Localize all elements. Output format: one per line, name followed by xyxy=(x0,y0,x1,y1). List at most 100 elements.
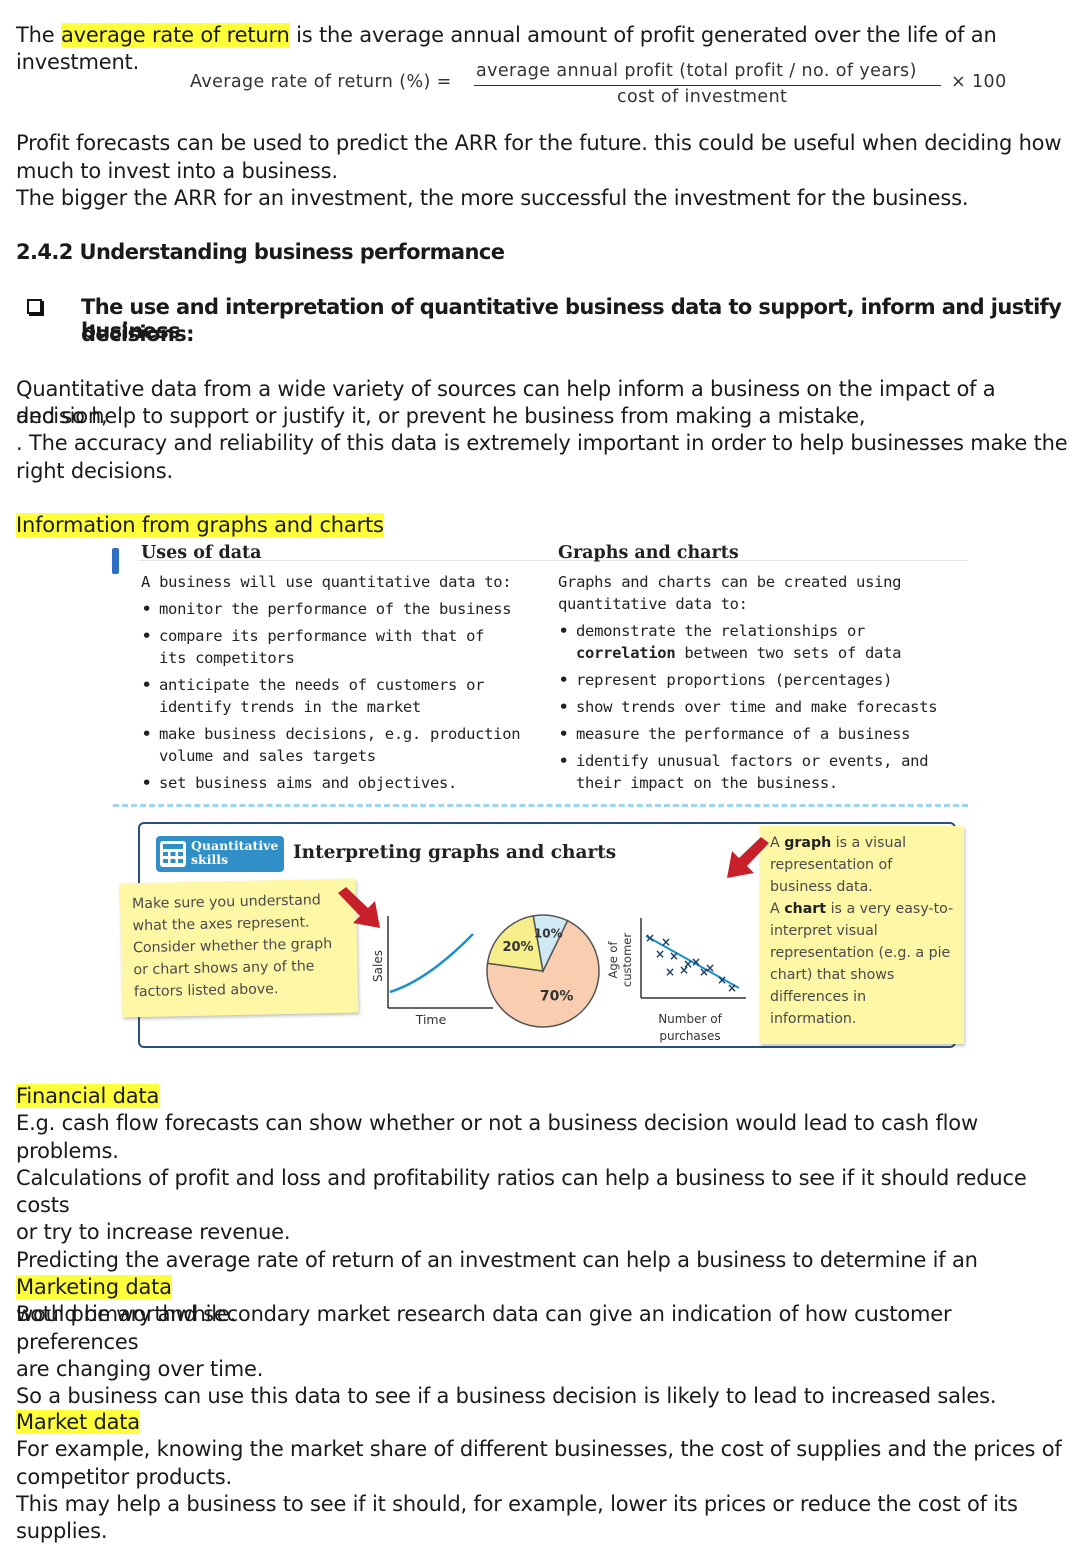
bookmark-icon xyxy=(112,548,119,574)
formula-numerator: average annual profit (total profit / no… xyxy=(476,61,917,81)
list-item-bold: correlation xyxy=(576,644,676,662)
section-para-line3: . The accuracy and reliability of this d… xyxy=(16,431,1068,455)
scatter-point: × xyxy=(727,981,737,995)
note-text: A xyxy=(770,901,785,917)
section-label: Market data xyxy=(16,1409,1080,1436)
graphs-title: Graphs and charts xyxy=(558,543,739,563)
qs-badge: Quantitative skills xyxy=(156,836,284,872)
qs-badge-line2: skills xyxy=(191,852,228,867)
pie-slice-label: 10% xyxy=(534,926,563,940)
financial-data-section: Financial data E.g. cash flow forecasts … xyxy=(16,1083,1080,1329)
section-para-line2: and so help to support or justify it, or… xyxy=(16,404,866,428)
list-item-text: demonstrate the relationships or xyxy=(576,622,866,640)
note-bold: graph xyxy=(784,835,832,851)
list-item: compare its performance with that of its… xyxy=(141,625,489,669)
formula-factor: × 100 xyxy=(951,72,1007,92)
scatter-point: × xyxy=(661,935,671,949)
arr-intro-line2: investment. xyxy=(16,50,140,74)
list-item-text: between two sets of data xyxy=(675,644,902,662)
y-axis-label: Sales xyxy=(371,950,385,982)
section-line: Calculations of profit and loss and prof… xyxy=(16,1165,1027,1218)
sticky-note-left: Make sure you understand what the axes r… xyxy=(119,878,359,1018)
uses-list: A business will use quantitative data to… xyxy=(141,571,541,794)
pie-slice xyxy=(486,914,544,972)
section-line: E.g. cash flow forecasts can show whethe… xyxy=(16,1111,978,1163)
scatter-point: × xyxy=(683,957,693,971)
graphs-label: Information from graphs and charts xyxy=(16,512,384,539)
list-item: represent proportions (percentages) xyxy=(558,669,968,691)
market-data-section: Market data For example, knowing the mar… xyxy=(16,1409,1080,1545)
marketing-data-section: Marketing data Both primary and secondar… xyxy=(16,1274,1080,1410)
section-label: Financial data xyxy=(16,1083,1080,1110)
scatter-chart: ×××××××××××× Age of Number of customerpu… xyxy=(606,918,746,1043)
arr-para1-line2: much to invest into a business. xyxy=(16,159,338,183)
pie-slice xyxy=(486,919,600,1028)
scatter-point: × xyxy=(655,947,665,961)
list-item: identify unusual factors or events, and … xyxy=(558,750,968,794)
section-line: would be worthwhile. xyxy=(16,1302,237,1327)
pie-chart: 70%20%10% xyxy=(486,914,600,1028)
checkbox-icon xyxy=(27,299,42,314)
arr-intro: The average rate of return is the averag… xyxy=(16,22,997,49)
x-axis-label: Time xyxy=(415,1012,447,1027)
section-line: This may help a business to see if it sh… xyxy=(16,1491,1018,1544)
qs-badge-line1: Quantitative xyxy=(191,838,279,853)
list-item: set business aims and objectives. xyxy=(141,772,541,794)
arr-para2: The bigger the ARR for an investment, th… xyxy=(16,186,969,210)
section-para-line1: Quantitative data from a wide variety of… xyxy=(16,377,996,429)
scatter-point: × xyxy=(665,965,675,979)
checkbox-line2: decisions: xyxy=(81,322,195,346)
list-item: demonstrate the relationships or correla… xyxy=(558,620,926,664)
list-item: show trends over time and make forecasts xyxy=(558,696,968,718)
section-line: competitor products. xyxy=(16,1464,232,1489)
scatter-point: × xyxy=(679,963,689,977)
arr-intro-text: The xyxy=(16,23,61,47)
formula-denominator: cost of investment xyxy=(617,87,788,107)
y-axis-label: Age of xyxy=(606,941,620,979)
sticky-note-right: A graph is a visual representation of bu… xyxy=(760,826,964,1044)
x-axis-label: purchases xyxy=(659,1029,720,1043)
uses-title: Uses of data xyxy=(141,543,262,563)
list-item: make business decisions, e.g. production… xyxy=(141,723,529,767)
y-axis-label: customer xyxy=(620,933,634,987)
section-line: So a business can use this data to see i… xyxy=(16,1384,997,1409)
scatter-point: × xyxy=(699,965,709,979)
note-text: is a visual representation of business d… xyxy=(770,835,907,895)
qs-title: Interpreting graphs and charts xyxy=(293,842,617,863)
section-label-text: Marketing data xyxy=(16,1275,172,1299)
dashed-divider xyxy=(113,804,968,807)
sales-line-chart: Sales Time xyxy=(371,916,493,1027)
graphs-label-text: Information from graphs and charts xyxy=(16,513,384,537)
arr-intro-text: is the average annual amount of profit g… xyxy=(289,23,997,47)
pie-slice-label: 70% xyxy=(540,989,574,1005)
section-line: For example, knowing the market share of… xyxy=(16,1437,1062,1462)
note-bold: chart xyxy=(784,901,827,917)
trend-line xyxy=(645,935,740,989)
x-axis-label: Number of xyxy=(658,1012,722,1026)
section-line: or try to increase revenue. xyxy=(16,1220,291,1245)
note-text: is a very easy-to-interpret visual repre… xyxy=(770,901,954,1027)
section-para-line4: right decisions. xyxy=(16,459,173,483)
divider xyxy=(138,560,968,561)
section-line: are changing over time. xyxy=(16,1356,264,1381)
list-item: monitor the performance of the business xyxy=(141,598,541,620)
pie-slice xyxy=(532,914,569,974)
scatter-point: × xyxy=(669,949,679,963)
list-item: measure the performance of a business xyxy=(558,723,968,745)
series-line xyxy=(389,933,474,994)
scatter-point: × xyxy=(645,931,655,945)
section-label-text: Financial data xyxy=(16,1084,160,1108)
section-heading: 2.4.2 Understanding business performance xyxy=(16,240,505,264)
section-label-text: Market data xyxy=(16,1410,140,1434)
section-line: Both primary and secondary market resear… xyxy=(16,1302,952,1354)
formula-lhs: Average rate of return (%) = xyxy=(190,72,452,92)
formula-fraction-bar xyxy=(474,85,941,86)
arrow-icon xyxy=(727,837,769,878)
graphs-list: Graphs and charts can be created using q… xyxy=(558,571,968,794)
checkbox-line1: The use and interpretation of quantitati… xyxy=(81,295,1062,343)
note-text: A xyxy=(770,835,785,851)
scatter-point: × xyxy=(691,955,701,969)
arr-para1-line1: Profit forecasts can be used to predict … xyxy=(16,131,1062,155)
calculator-icon xyxy=(160,841,186,867)
uses-intro: A business will use quantitative data to… xyxy=(141,573,512,591)
